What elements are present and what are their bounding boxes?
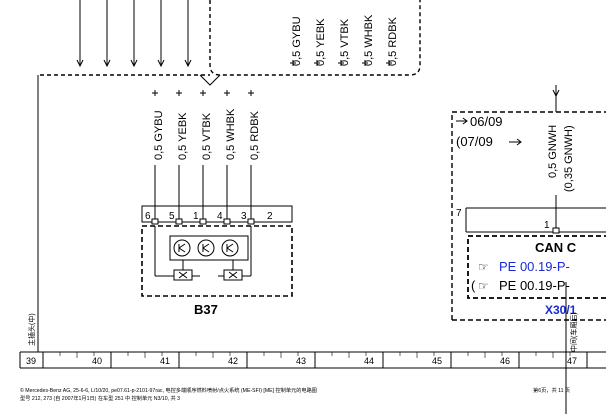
- pin-label: 6: [145, 211, 151, 222]
- date-range-end: (07/09: [456, 134, 493, 149]
- pin-label: 5: [169, 211, 175, 222]
- pin-label-1: 1: [544, 220, 550, 231]
- top-bus-join: [199, 74, 221, 86]
- pin-label: 4: [217, 211, 223, 222]
- wire-label-gnwh: 0,5 GNWH: [547, 125, 559, 178]
- arrow-right-icon: [509, 138, 522, 146]
- top-left-arrows: [76, 0, 192, 68]
- pin-label: 1: [193, 211, 199, 222]
- top-wire-label-1: 0,5 GYBU: [291, 16, 303, 66]
- b37-wire-label-3: 0,5 VTBK: [201, 112, 213, 160]
- bottom-ruler: [19, 351, 606, 369]
- ruler-number: 39: [26, 356, 36, 366]
- top-wire-label-3: 0,5 VTBK: [339, 18, 351, 66]
- ruler-number: 41: [160, 356, 170, 366]
- top-wire-label-5: 0,5 RDBK: [387, 16, 399, 66]
- connector-label: X30/1: [545, 303, 577, 317]
- can-box: [467, 235, 606, 299]
- can-title: CAN C: [535, 240, 577, 255]
- right-component-box: [451, 111, 606, 320]
- top-wire-label-4: 0,5 WHBK: [363, 14, 375, 66]
- document-link-2[interactable]: PE 00.19-P-: [499, 278, 570, 293]
- b37-label: B37: [194, 302, 218, 317]
- ruler-number: 44: [364, 356, 374, 366]
- left-side-vertical-text: 主插头(中): [27, 313, 36, 346]
- b37-pins: 6 5 1 4 3 2: [145, 211, 273, 222]
- footer-copyright: © Mercedes-Benz AG, 25-6-6, L/10/20, pe0…: [20, 386, 317, 394]
- b37-wires: 0,5 GYBU 0,5 YEBK 0,5 VTBK 0,5 WHBK 0,5 …: [153, 108, 261, 160]
- b37-wire-label-1: 0,5 GYBU: [153, 110, 165, 160]
- hand-pointer-icon: ☞: [478, 260, 489, 274]
- date-range-start: 06/09: [470, 114, 503, 129]
- b37-wire-lines: [152, 90, 254, 222]
- ruler-number: 46: [500, 356, 510, 366]
- ruler-number: 45: [432, 356, 442, 366]
- ruler-ticks: [59, 352, 571, 358]
- right-side-vertical-text: 中间(车厢后): [569, 312, 578, 352]
- footer-page-number: 第6页，共 11 页: [533, 386, 570, 394]
- pin-label-7: 7: [456, 208, 462, 219]
- b37-component-box: [141, 225, 293, 297]
- ruler-number: 47: [567, 356, 577, 366]
- hand-pointer-icon: ☞: [478, 279, 489, 293]
- b37-circuit: [154, 226, 252, 281]
- pin-label: 3: [241, 211, 247, 222]
- ruler-number: 42: [228, 356, 238, 366]
- b37-wire-label-5: 0,5 RDBK: [249, 110, 261, 160]
- b37-connector-box: [141, 205, 293, 223]
- top-bus-box: [209, 0, 421, 76]
- paren-open: (: [471, 278, 476, 293]
- top-wire-label-2: 0,5 YEBK: [315, 18, 327, 66]
- top-bus-wires: 0,5 GYBU 0,5 YEBK 0,5 VTBK 0,5 WHBK 0,5 …: [290, 14, 399, 66]
- document-link-1[interactable]: PE 00.19-P-: [499, 259, 570, 274]
- ruler-number: 43: [296, 356, 306, 366]
- ruler-number: 40: [92, 356, 102, 366]
- b37-wire-label-2: 0,5 YEBK: [177, 112, 189, 160]
- arrow-right-icon: [456, 117, 468, 125]
- wire-label-gnwh-alt: (0,35 GNWH): [563, 125, 575, 192]
- b37-wire-label-4: 0,5 WHBK: [225, 108, 237, 160]
- footer-model-info: 型号 212, 273 (自 2007年1月1日) 在车型 251 中 控制单元…: [20, 394, 180, 402]
- pin-label: 2: [267, 211, 273, 222]
